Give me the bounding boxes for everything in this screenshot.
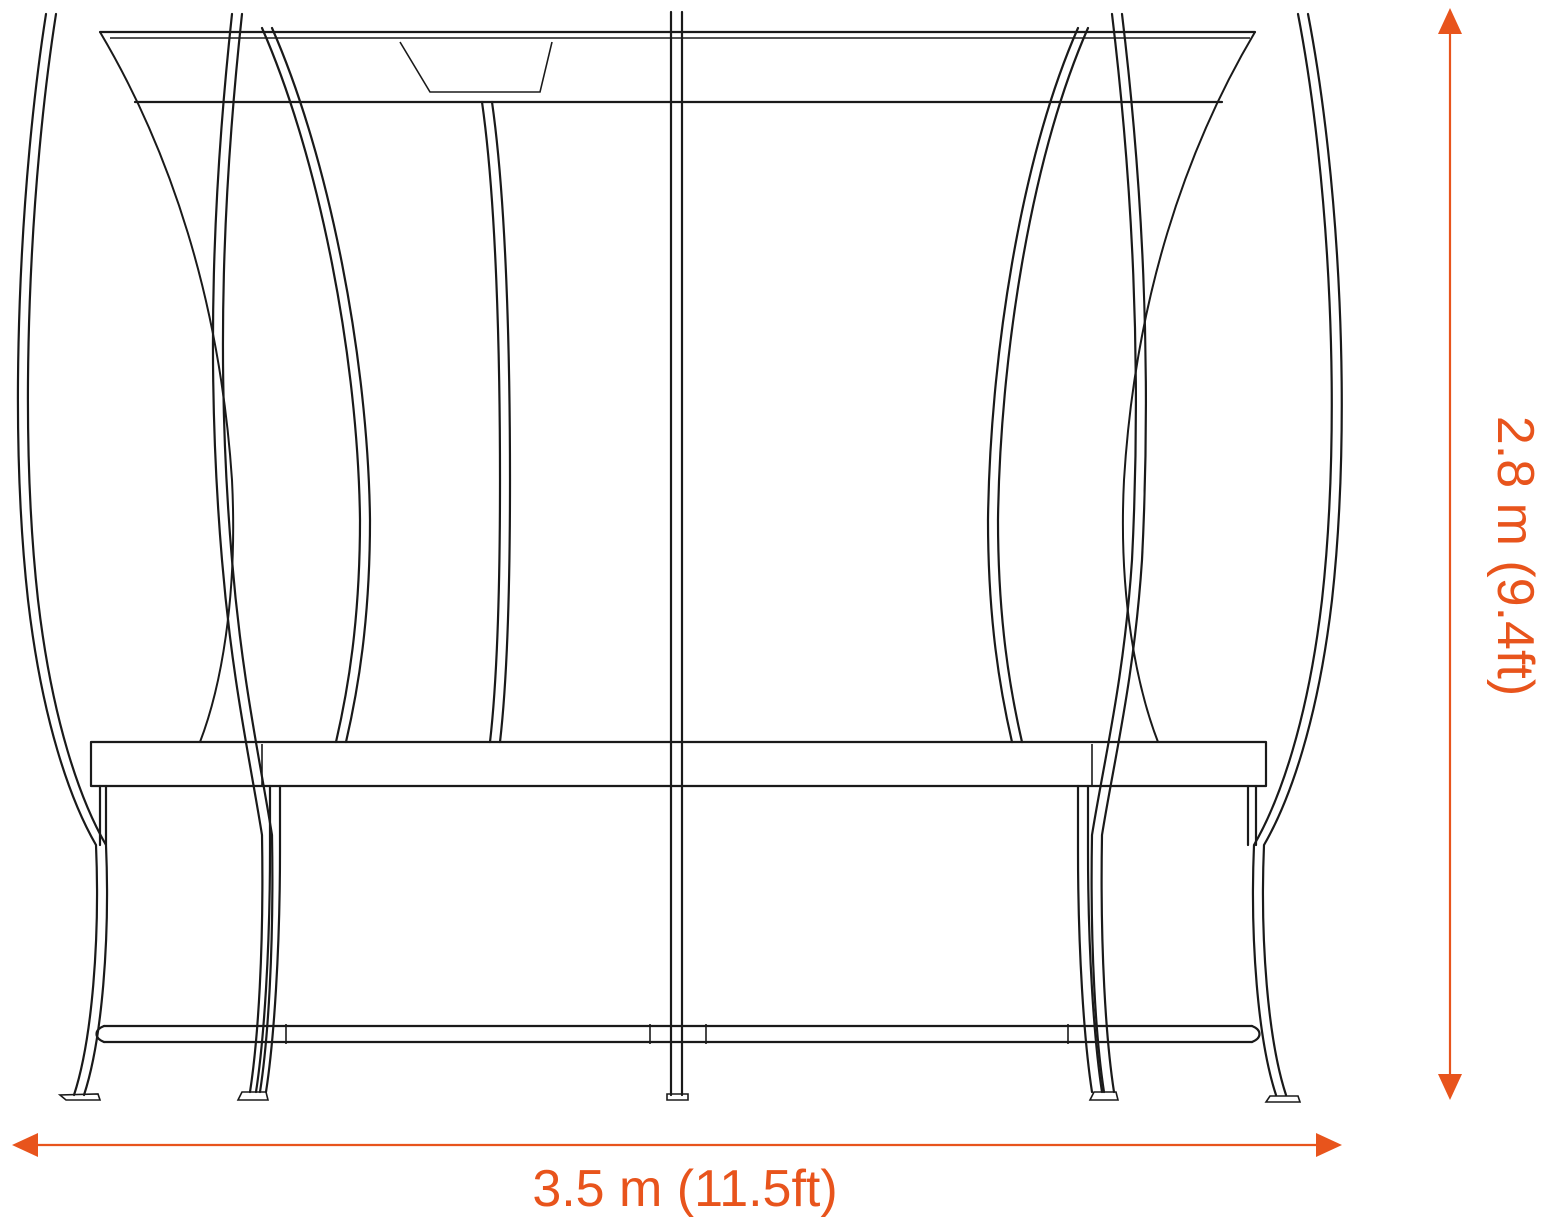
net-outline-left xyxy=(99,31,235,743)
inner-pole-right xyxy=(1088,12,1148,1101)
net-arch-left xyxy=(260,26,372,744)
frame-legs xyxy=(98,784,1258,1094)
net-arch-right xyxy=(986,26,1090,744)
width-dimension-label: 3.5 m (11.5ft) xyxy=(532,1160,838,1218)
bed-frame xyxy=(89,740,1268,788)
height-dimension-label: 2.8 m (9.4ft) xyxy=(1486,415,1544,697)
net-outline-right xyxy=(1121,31,1256,743)
width-dimension-line xyxy=(12,1133,1342,1157)
outer-pole-right xyxy=(1251,12,1343,1103)
canopy-top-band xyxy=(98,30,1257,104)
inner-pole-left xyxy=(211,12,274,1101)
height-dimension-line xyxy=(1438,8,1462,1100)
center-pole xyxy=(666,10,689,1101)
outer-pole-left xyxy=(16,12,109,1101)
bottom-crossbar xyxy=(95,1024,1261,1044)
net-arch-mid-left xyxy=(480,100,512,744)
